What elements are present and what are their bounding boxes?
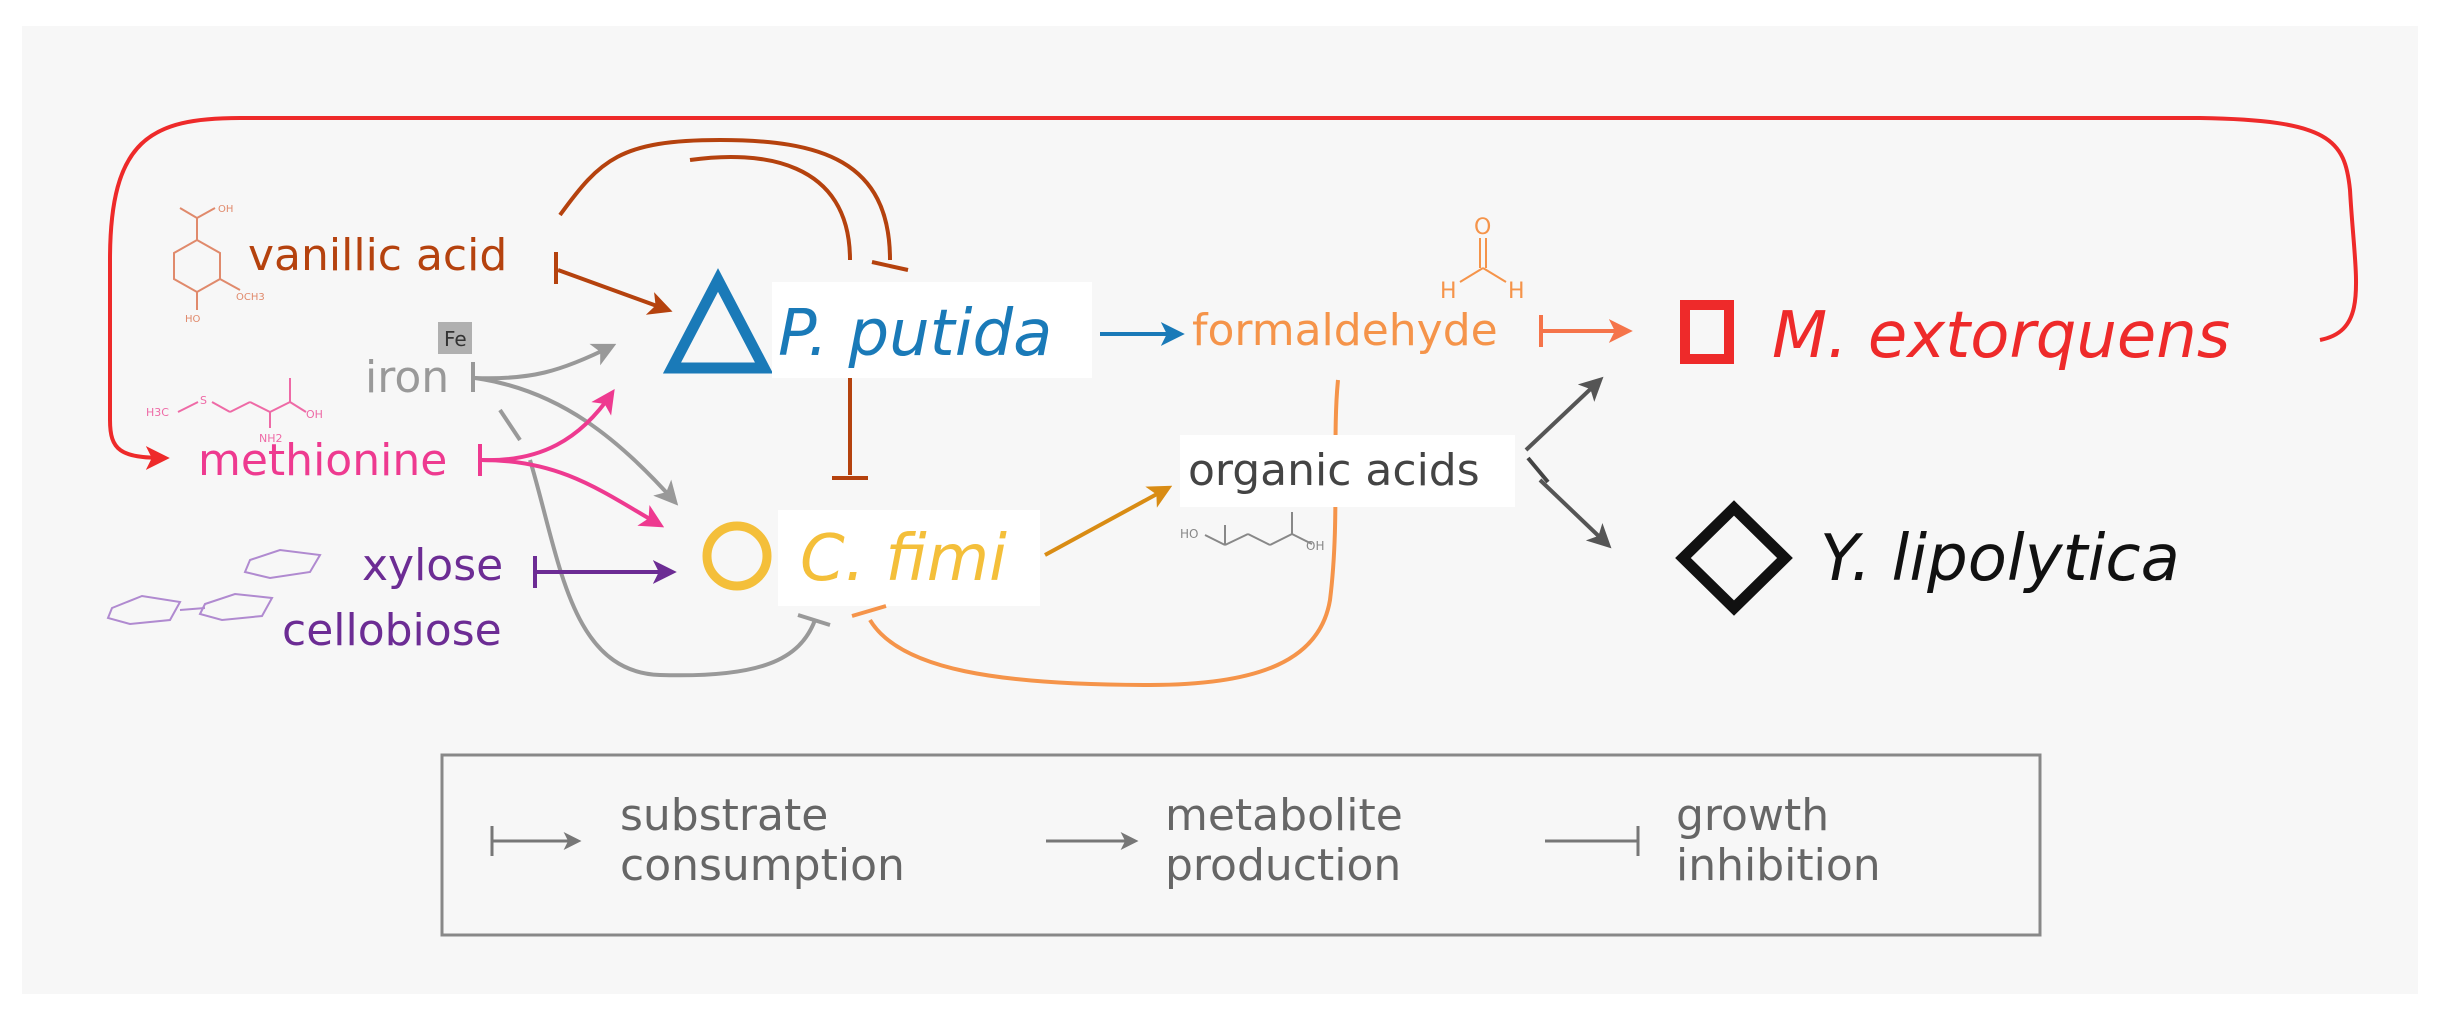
vanillic-ho-label: HO	[185, 314, 201, 325]
succinate-ho-label: HO	[1180, 527, 1198, 541]
methionine-label: methionine	[198, 435, 447, 486]
succinate-structure	[1204, 512, 1313, 546]
organic-acids-label-bg	[1180, 435, 1515, 507]
organic-acids-label: organic acids	[1188, 445, 1480, 496]
vanillic-acid-label: vanillic acid	[248, 230, 507, 281]
vanillic-to-putida-arrow	[557, 268, 673, 315]
lipolytica-label: Y. lipolytica	[1820, 522, 2180, 596]
formaldehyde-inhibits-fimi-bar	[851, 604, 887, 618]
extorquens-to-methionine-arrow	[108, 116, 2359, 470]
putida-inhibition-loop-outer	[558, 137, 892, 261]
formaldehyde-h1-label: H	[1440, 279, 1457, 304]
legend-substrate-line2: consumption	[620, 840, 905, 891]
formaldehyde-h2-label: H	[1508, 279, 1525, 304]
methionine-h3c-label: H3C	[146, 406, 169, 419]
fimi-circle-icon	[702, 521, 772, 591]
legend-growth-line1: growth	[1676, 790, 1829, 841]
putida-label: P. putida	[778, 297, 1052, 371]
organic-acids-to-lipolytica-arrow	[1538, 478, 1612, 549]
lipolytica-diamond-icon	[1675, 500, 1793, 616]
formaldehyde-structure	[1459, 238, 1507, 283]
diagram-background	[22, 26, 2418, 994]
xylose-structure	[243, 548, 322, 580]
fimi-label: C. fimi	[800, 522, 1007, 596]
cellobiose-structure	[106, 592, 274, 626]
iron-to-fimi-arrow	[474, 376, 679, 506]
iron-label: iron	[365, 352, 449, 403]
putida-inhibition-bar-outer	[871, 260, 909, 272]
methionine-oh-label: OH	[306, 408, 323, 421]
methionine-to-fimi-arrow	[481, 458, 665, 528]
methionine-nh2-label: NH2	[259, 432, 283, 445]
legend-metabolite-line2: production	[1165, 840, 1401, 891]
fimi-label-bg	[778, 510, 1040, 606]
iron-symbol: Fe	[444, 327, 467, 351]
formaldehyde-o-label: O	[1474, 215, 1491, 240]
legend-substrate-line1: substrate	[620, 790, 828, 841]
cellobiose-label: cellobiose	[282, 605, 502, 656]
formaldehyde-label: formaldehyde	[1192, 305, 1498, 356]
vanillic-och3-label: OCH3	[236, 292, 265, 303]
putida-inhibition-loop-inner	[689, 154, 852, 261]
legend: substrate consumption metabolite product…	[440, 753, 2042, 937]
putida-triangle-icon	[662, 268, 774, 374]
putida-label-bg	[772, 282, 1092, 378]
vanillic-acid-structure	[173, 207, 241, 310]
iron-inhibits-fimi-line	[498, 408, 817, 678]
succinate-oh-label: OH	[1306, 539, 1324, 553]
extorquens-square-icon	[1680, 300, 1734, 364]
organic-acids-tbar	[1526, 456, 1550, 484]
fimi-to-organic-acids-arrow	[1044, 485, 1173, 557]
legend-box	[440, 753, 2042, 937]
iron-symbol-box	[438, 322, 472, 354]
vanillic-oh-label: OH	[218, 204, 233, 215]
extorquens-label: M. extorquens	[1772, 299, 2230, 373]
methionine-s-label: S	[200, 394, 207, 407]
iron-to-putida-arrow	[474, 343, 617, 381]
xylose-label: xylose	[362, 540, 503, 591]
methionine-structure	[177, 378, 307, 428]
legend-metabolite-line1: metabolite	[1165, 790, 1403, 841]
organic-acids-to-extorquens-arrow	[1524, 376, 1604, 452]
iron-inhibits-fimi-bar	[797, 613, 831, 627]
legend-growth-line2: inhibition	[1676, 840, 1881, 891]
